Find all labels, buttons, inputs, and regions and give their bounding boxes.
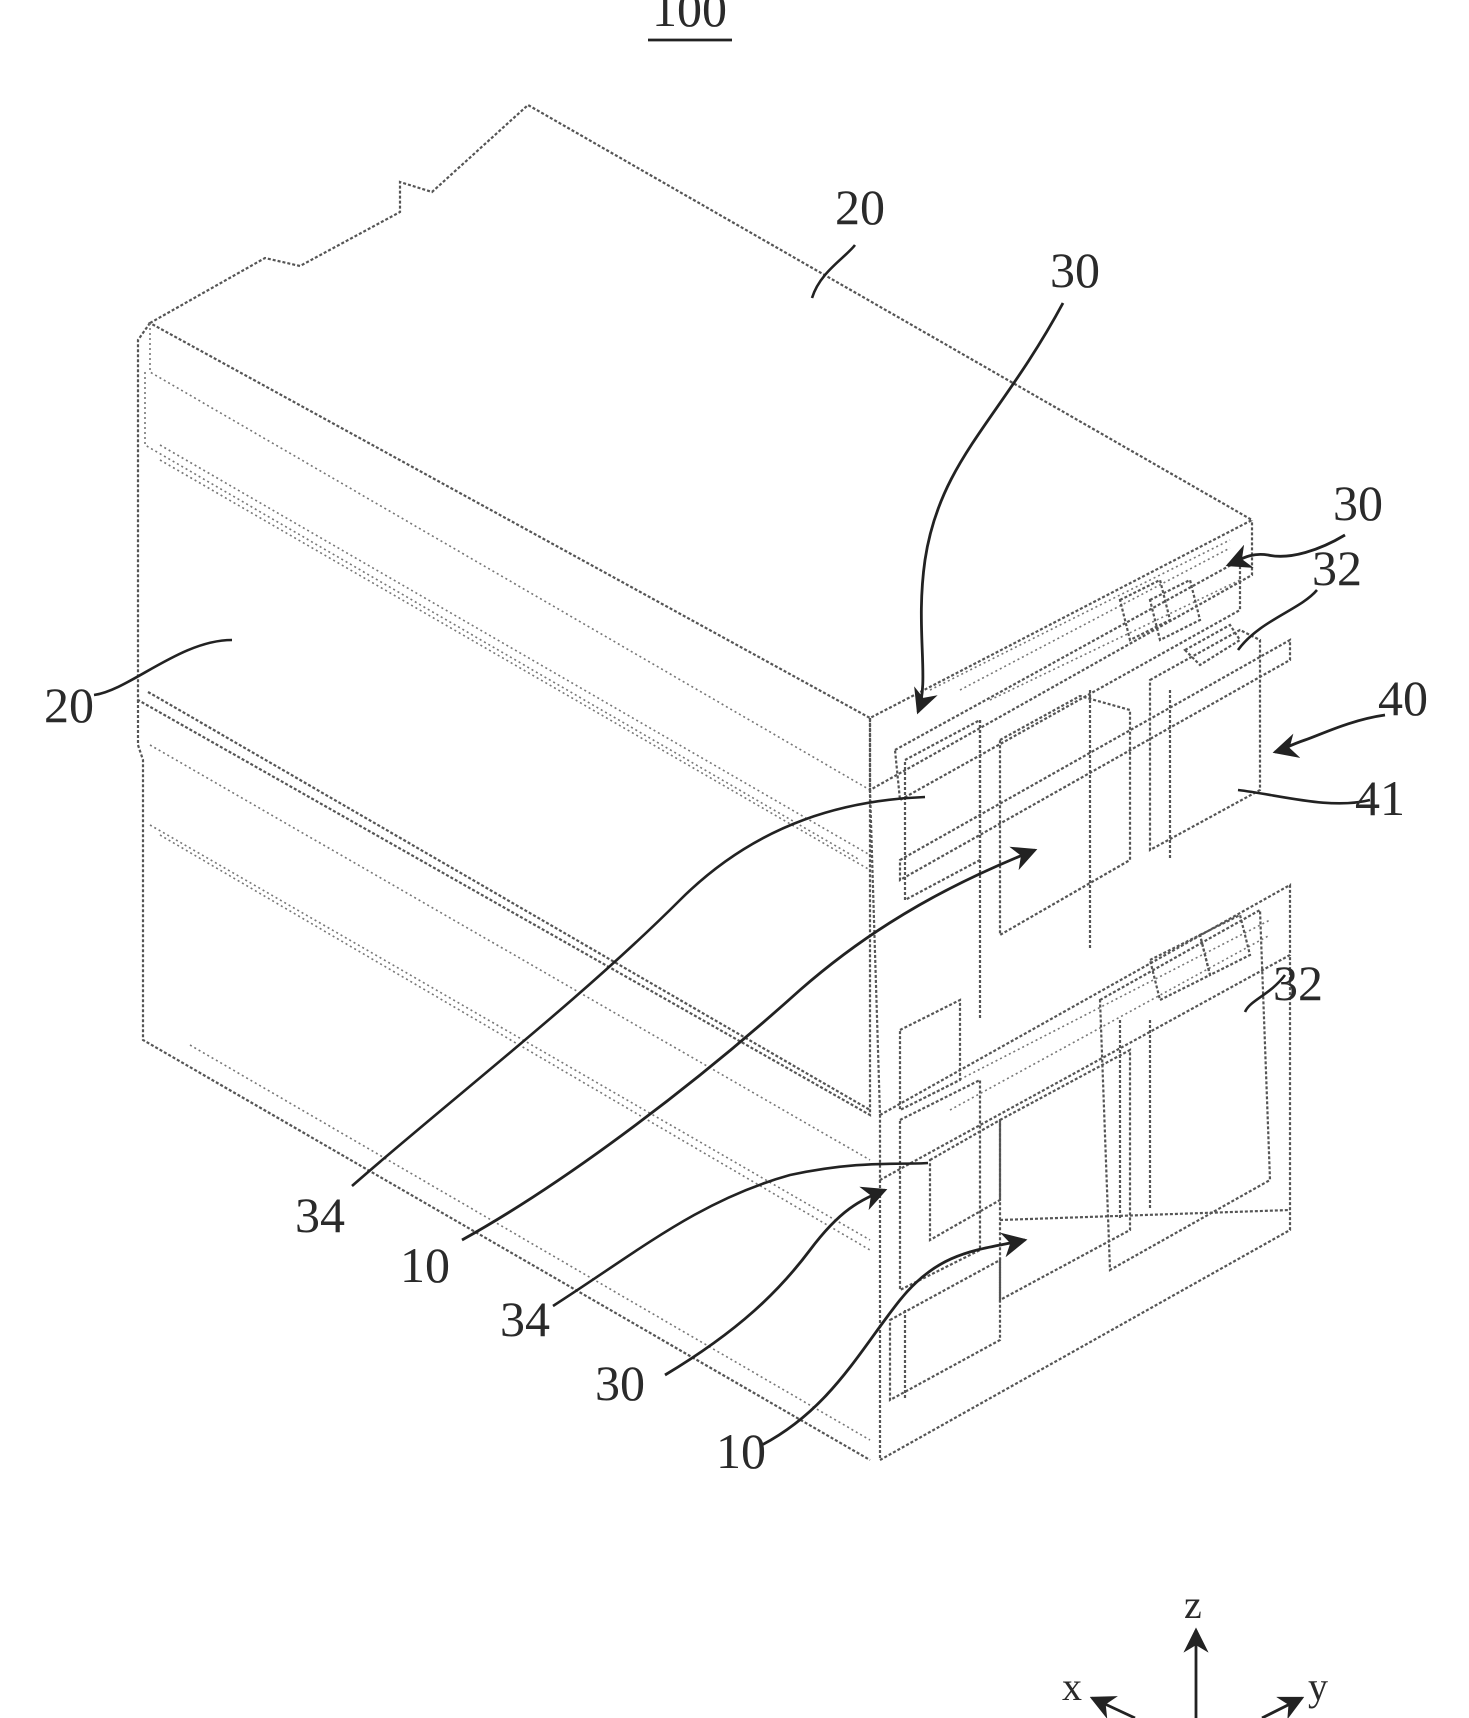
x-axis-line [1092, 1698, 1135, 1718]
axis-label-z: z [1184, 1582, 1202, 1627]
upper-cell-top-face [150, 105, 1252, 718]
label-20-left: 20 [44, 677, 94, 733]
label-30-right: 30 [1333, 475, 1383, 531]
label-34-lower: 34 [500, 1291, 550, 1347]
label-32-upper: 32 [1312, 540, 1362, 596]
arrow-10-lower [760, 1240, 1025, 1446]
cell-divider [148, 692, 870, 1110]
leader-34-upper [352, 797, 925, 1186]
label-30-lower: 30 [595, 1355, 645, 1411]
leader-34-lower [553, 1163, 928, 1306]
leader-20-left [94, 640, 232, 695]
label-10-lower: 10 [716, 1423, 766, 1479]
end-frame-lower [880, 885, 1290, 1180]
axis-label-x: x [1062, 1664, 1082, 1709]
label-100: 100 [652, 0, 727, 37]
arrow-30-lower [665, 1190, 885, 1375]
leader-20-top [812, 245, 855, 298]
upper-cell-side-face [138, 323, 870, 1115]
leader-41 [1238, 790, 1370, 803]
reference-numerals: 100 20 30 30 32 20 40 41 32 34 10 34 30 … [44, 0, 1428, 1479]
leader-lines [94, 245, 1385, 1446]
label-10-upper: 10 [400, 1237, 450, 1293]
y-axis-line [1262, 1698, 1302, 1718]
arrow-30-upper [918, 303, 1063, 712]
battery-module-drawing [138, 105, 1290, 1460]
label-20-top: 20 [835, 179, 885, 235]
label-30-upper: 30 [1050, 242, 1100, 298]
axis-label-y: y [1308, 1664, 1328, 1709]
label-40: 40 [1378, 670, 1428, 726]
coordinate-axes: z x y [1062, 1582, 1328, 1718]
arrow-40 [1275, 715, 1385, 752]
leader-32-upper [1238, 590, 1317, 650]
label-34-upper: 34 [295, 1187, 345, 1243]
label-32-lower: 32 [1273, 955, 1323, 1011]
label-41: 41 [1355, 770, 1405, 826]
